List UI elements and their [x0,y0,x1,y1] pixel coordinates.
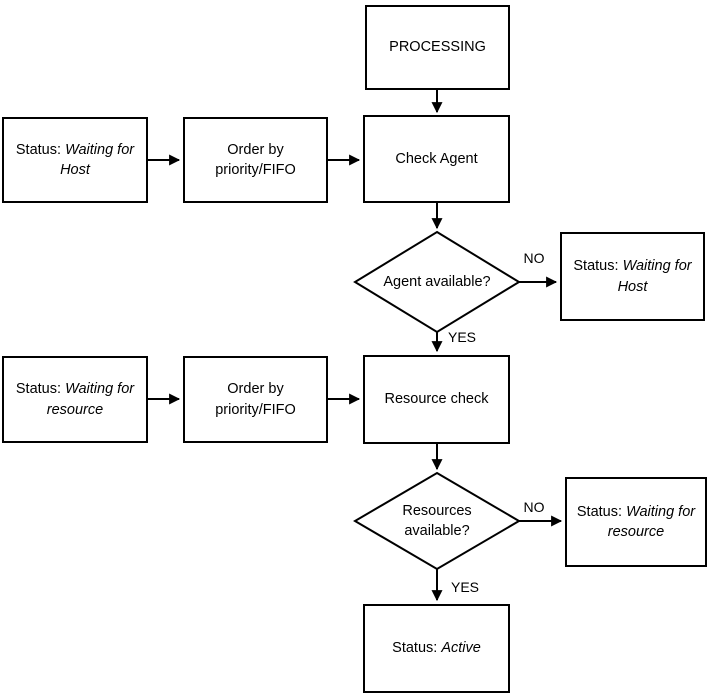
node-status-waiting-for-host-left-label: Status: Waiting for Host [15,141,135,178]
node-resource-check: Resource check [363,355,510,444]
node-status-active: Status: Active [363,604,510,693]
decision-diamond-agent-available [353,230,521,334]
branch-label-resource-no: NO [523,499,545,515]
node-order-by-priority-fifo-2-label: Order by priority/FIFO [215,381,296,418]
branch-label-agent-yes: YES [447,329,476,345]
node-check-agent-label: Check Agent [395,150,478,167]
node-status-waiting-for-host-left: Status: Waiting for Host [2,117,148,203]
node-check-agent: Check Agent [363,115,510,203]
branch-label-resource-yes: YES [450,579,479,595]
node-processing: PROCESSING [365,5,510,90]
decision-resources-available-label: Resources available? [402,502,472,539]
node-status-waiting-for-resource-right-label: Status: Waiting for resource [576,503,696,540]
decision-diamond-resources-available [353,471,521,571]
node-processing-label: PROCESSING [389,39,486,56]
node-order-by-priority-fifo-2: Order by priority/FIFO [183,356,328,443]
node-status-waiting-for-resource-right: Status: Waiting for resource [565,477,707,567]
node-status-active-label: Status: Active [392,640,481,657]
node-status-waiting-for-host-right-label: Status: Waiting for Host [573,258,692,295]
node-status-waiting-for-host-right: Status: Waiting for Host [560,232,705,321]
node-resource-check-label: Resource check [384,391,489,408]
node-order-by-priority-fifo-1: Order by priority/FIFO [183,117,328,203]
decision-agent-available-label: Agent available? [383,273,491,290]
node-status-waiting-for-resource-left-label: Status: Waiting for resource [15,381,135,418]
node-order-by-priority-fifo-1-label: Order by priority/FIFO [215,141,296,178]
node-status-waiting-for-resource-left: Status: Waiting for resource [2,356,148,443]
branch-label-agent-no: NO [523,250,545,266]
